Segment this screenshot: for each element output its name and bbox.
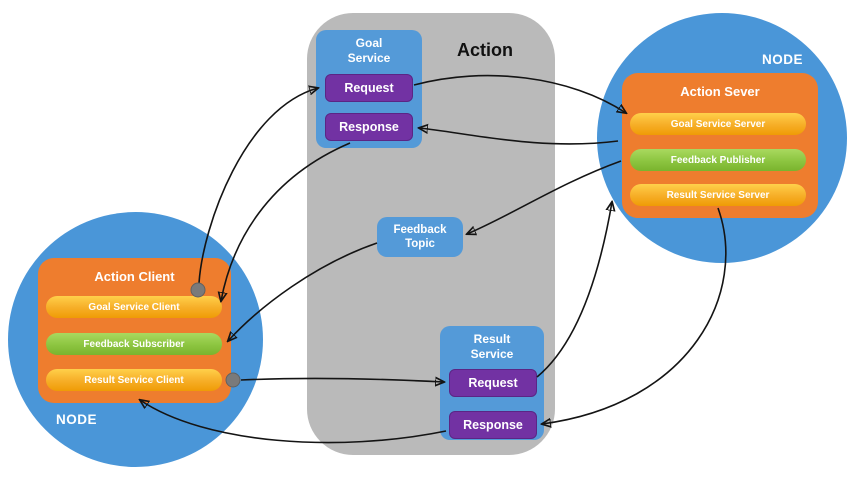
goal-request-box: Request: [325, 74, 413, 102]
result-service-client-pill: Result Service Client: [46, 369, 222, 391]
client-node-label: NODE: [56, 412, 98, 427]
goal-service-client-pill: Goal Service Client: [46, 296, 222, 318]
feedback-topic-label: Feedback Topic: [393, 223, 447, 250]
action-server-box: Action Sever Goal Service Server Feedbac…: [622, 73, 818, 218]
result-service-box: Result Service Request Response: [440, 326, 544, 440]
goal-service-box: Goal Service Request Response: [316, 30, 422, 148]
goal-response-box: Response: [325, 113, 413, 141]
action-panel-title: Action: [457, 40, 513, 60]
feedback-subscriber-pill: Feedback Subscriber: [46, 333, 222, 355]
result-service-label: Result Service: [470, 332, 514, 361]
result-service-server-pill: Result Service Server: [630, 184, 806, 206]
feedback-topic-box: Feedback Topic: [377, 217, 463, 257]
goal-service-label: Goal Service: [347, 36, 391, 65]
action-server-title: Action Sever: [680, 84, 760, 99]
action-client-box: Action Client Goal Service Client Feedba…: [38, 258, 231, 403]
result-response-box: Response: [449, 411, 537, 439]
server-node-label: NODE: [762, 52, 804, 67]
result-request-box: Request: [449, 369, 537, 397]
goal-service-server-pill: Goal Service Server: [630, 113, 806, 135]
action-client-title: Action Client: [94, 269, 175, 284]
feedback-publisher-pill: Feedback Publisher: [630, 149, 806, 171]
